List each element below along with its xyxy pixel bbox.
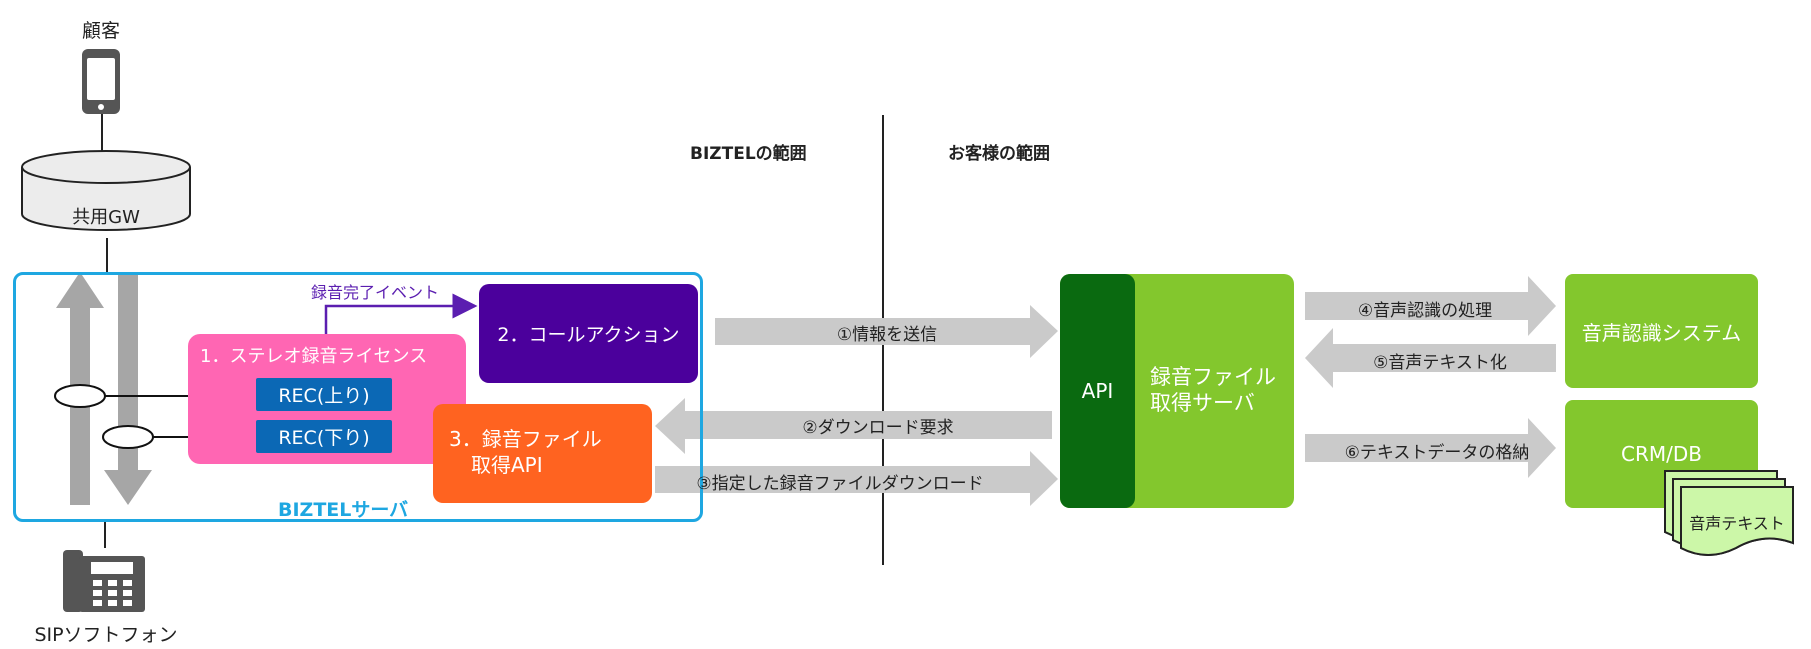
call-action-box: 2．コールアクション [479, 284, 698, 383]
recording-server-label-line1: 録音ファイル [1150, 365, 1276, 389]
event-arrow [324, 293, 478, 334]
flow-label-2: ②ダウンロード要求 [802, 418, 954, 438]
flow-label-4: ④音声認識の処理 [1357, 301, 1493, 321]
recording-api-box: 3．録音ファイル 取得API [433, 404, 652, 503]
rec-up-box: REC(上り) [256, 378, 392, 411]
biztel-scope-label: BIZTELの範囲 [690, 144, 807, 164]
sip-phone-label: SIPソフトフォン [34, 624, 178, 646]
recording-server-label: 録音ファイル 取得サーバ [1150, 364, 1276, 416]
flow-label-5: ⑤音声テキスト化 [1373, 353, 1507, 373]
recording-api-label-line1: 3．録音ファイル [449, 427, 602, 451]
customer-label: 顧客 [81, 20, 121, 42]
speech-text-doc-label: 音声テキスト [1689, 514, 1785, 533]
flow-arrow-2 [655, 398, 1052, 454]
biztel-server-label: BIZTELサーバ [278, 499, 409, 521]
flow-arrow-4 [1305, 276, 1556, 336]
event-label: 録音完了イベント [311, 283, 440, 302]
flow-label-3: ③指定した録音ファイルダウンロード [696, 474, 984, 494]
flow-arrow-6 [1305, 418, 1556, 478]
downlink-arrow [104, 275, 152, 505]
stereo-license-label: 1．ステレオ録音ライセンス [200, 346, 428, 367]
flow-arrow-3 [655, 451, 1058, 506]
smartphone-icon [82, 49, 120, 114]
customer-scope-label: お客様の範囲 [948, 144, 1050, 164]
api-box: API [1060, 274, 1135, 508]
recording-api-label-line2: 取得API [471, 453, 543, 477]
rec-down-box: REC(下り) [256, 420, 392, 453]
speech-system-box: 音声認識システム [1565, 274, 1758, 388]
gateway-cylinder [21, 150, 191, 231]
sip-phone-icon [63, 550, 145, 612]
flow-label-6: ⑥テキストデータの格納 [1344, 443, 1530, 463]
gateway-label: 共用GW [72, 207, 140, 228]
recording-server-label-line2: 取得サーバ [1150, 391, 1255, 415]
flow-arrow-1 [715, 305, 1058, 358]
flow-arrow-5 [1305, 328, 1556, 388]
flow-label-1: ①情報を送信 [836, 325, 938, 345]
biztel-server-container [13, 272, 703, 522]
